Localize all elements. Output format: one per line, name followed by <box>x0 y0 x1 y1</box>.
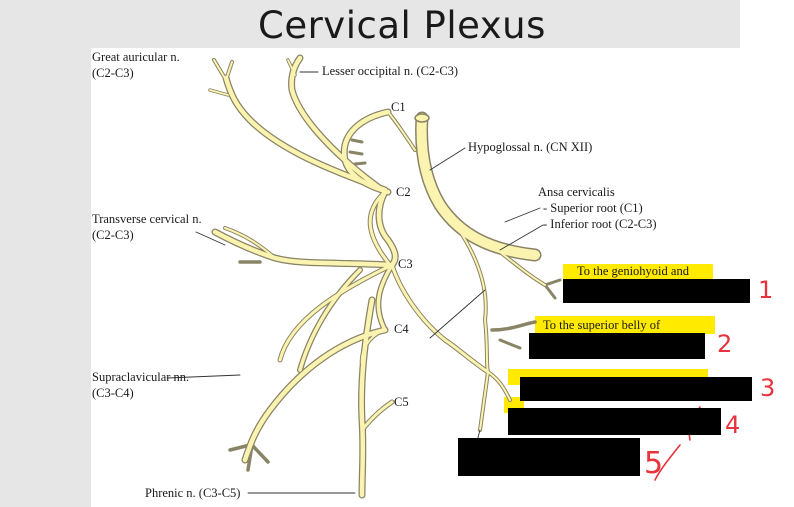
great-auricular-label: Great auricular n. <box>92 50 180 64</box>
c1-label: C1 <box>391 100 406 114</box>
c5-label: C5 <box>394 395 409 409</box>
hypoglossal-label: Hypoglossal n. (CN XII) <box>468 140 593 154</box>
superior-belly-label: To the superior belly of <box>543 318 661 332</box>
phrenic-label: Phrenic n. (C3-C5) <box>145 486 241 500</box>
c3-label: C3 <box>398 257 413 271</box>
supraclavicular-label: Supraclavicular nn. <box>92 370 190 384</box>
redaction-4 <box>508 408 721 435</box>
redaction-3 <box>520 377 752 401</box>
c2-label: C2 <box>396 185 411 199</box>
transverse-cervical-label: Transverse cervical n. <box>92 212 202 226</box>
annotation-number-1: 1 <box>758 276 774 304</box>
geniohyoid-label: To the geniohyoid and <box>577 264 689 278</box>
lesser-occipital-label: Lesser occipital n. (C2-C3) <box>322 64 459 78</box>
left-margin-band <box>0 45 91 507</box>
c4-label: C4 <box>394 322 409 336</box>
title-band <box>0 0 740 48</box>
highlight-2 <box>535 316 715 334</box>
annotation-number-4: 4 <box>725 411 741 439</box>
great-auricular-root-label: (C2-C3) <box>92 66 134 80</box>
annotation-number-3: 3 <box>760 374 776 402</box>
annotation-number-2: 2 <box>717 330 733 358</box>
supraclavicular-root-label: (C3-C4) <box>92 386 134 400</box>
inferior-root-label: - Inferior root (C2-C3) <box>543 217 657 231</box>
slide-title: Cervical Plexus <box>258 4 546 47</box>
redaction-1 <box>563 279 750 303</box>
ansa-cervicalis-label: Ansa cervicalis <box>538 185 615 199</box>
redaction-5 <box>458 438 640 476</box>
ansa-inferior-root <box>389 262 491 375</box>
redaction-2 <box>529 333 705 359</box>
transverse-cervical-root-label: (C2-C3) <box>92 228 134 242</box>
highlight-1 <box>563 264 713 280</box>
annotation-number-5: 5 <box>644 446 664 481</box>
superior-root-label: - Superior root (C1) <box>543 201 643 215</box>
